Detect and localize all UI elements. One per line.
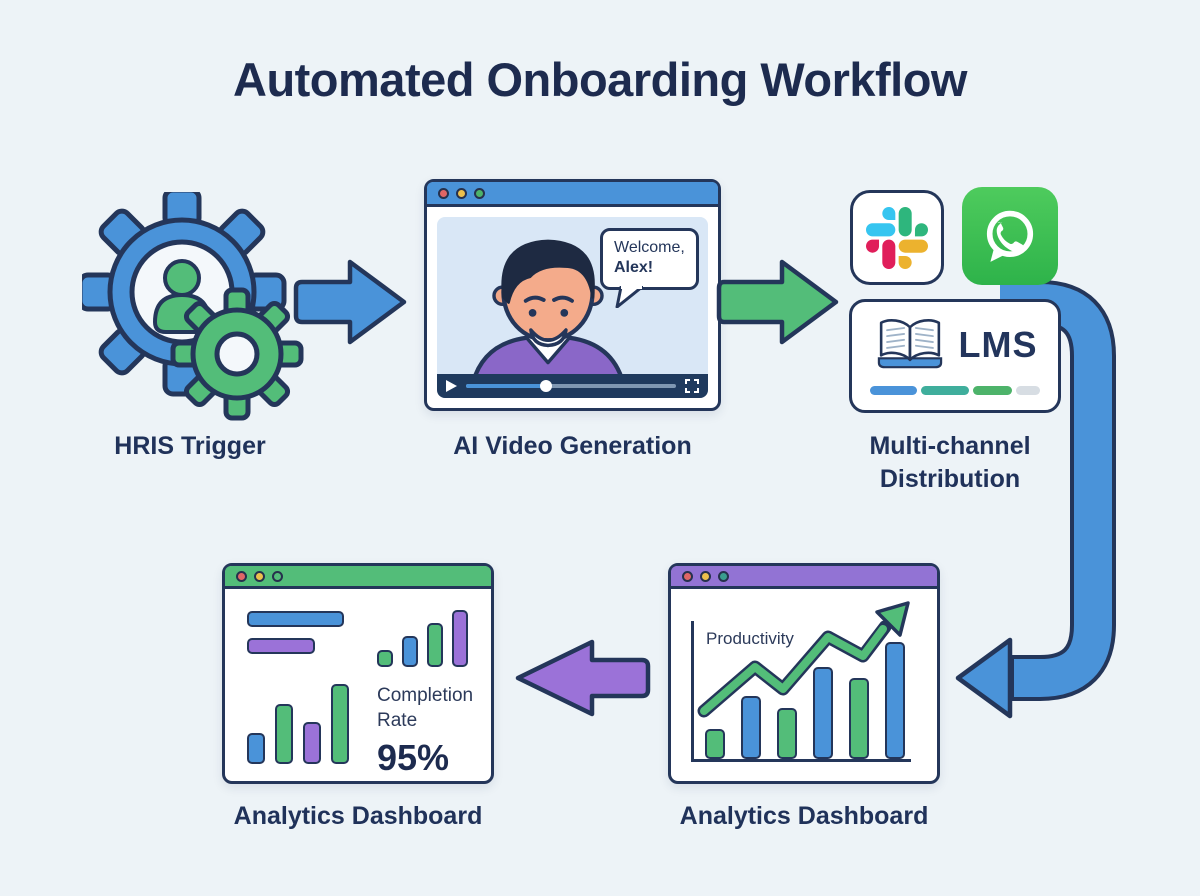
bar: [331, 684, 349, 764]
step-label-completion-dashboard: Analytics Dashboard: [233, 802, 483, 830]
progress-segment: [1016, 386, 1041, 395]
progress-segment: [972, 386, 1013, 395]
speech-text: Welcome,: [614, 239, 685, 256]
bar: [247, 638, 315, 654]
seek-bar[interactable]: [466, 380, 676, 392]
arrow-productivity-to-completion: [515, 639, 651, 717]
progress-segment: [870, 386, 918, 395]
window-control-dot[interactable]: [718, 570, 729, 582]
bar: [402, 636, 418, 667]
bar: [275, 704, 293, 764]
step-label-hris: HRIS Trigger: [114, 432, 266, 460]
hris-gears-icon: [82, 192, 304, 421]
seek-progress: [466, 384, 546, 388]
productivity-window-titlebar: [671, 566, 937, 589]
arrow-video-to-distribution: [716, 259, 839, 345]
video-player: Welcome, Alex!: [437, 217, 708, 398]
seek-thumb[interactable]: [539, 380, 552, 392]
video-controls-bar: [437, 374, 708, 398]
video-window: Welcome, Alex!: [424, 179, 721, 411]
page-title: Automated Onboarding Workflow: [233, 53, 968, 106]
bar: [303, 722, 321, 764]
bottom-bar-chart: [247, 683, 349, 764]
lms-label: LMS: [958, 324, 1038, 365]
bar: [377, 650, 393, 667]
video-window-titlebar: [427, 182, 718, 207]
productivity-dashboard-window: Productivity: [668, 563, 940, 784]
completion-rate-value: 95%: [377, 737, 450, 778]
window-control-dot[interactable]: [682, 570, 693, 582]
window-control-dot[interactable]: [456, 187, 467, 199]
bar: [247, 611, 344, 627]
open-book-icon: [877, 319, 942, 369]
connector-distribution-to-dashboard: [955, 280, 1116, 719]
mini-bar-chart: [377, 608, 468, 667]
window-control-dot[interactable]: [474, 187, 485, 199]
productivity-bar-chart: [705, 639, 905, 759]
completion-rate-label: Completion Rate: [377, 685, 474, 731]
progress-segment: [921, 386, 969, 395]
bar: [885, 642, 905, 759]
window-control-dot[interactable]: [438, 187, 449, 199]
lms-card: LMS: [849, 299, 1061, 413]
step-label-video: AI Video Generation: [453, 432, 692, 460]
whatsapp-app-tile: [962, 187, 1058, 285]
step-label-productivity-dashboard: Analytics Dashboard: [679, 802, 929, 830]
bar: [247, 733, 265, 764]
bar: [813, 667, 833, 759]
window-control-dot[interactable]: [700, 570, 711, 582]
bar: [705, 729, 725, 759]
presenter-avatar: [470, 239, 626, 384]
slack-app-tile: [850, 190, 944, 285]
whatsapp-icon: [986, 210, 1034, 262]
bar: [452, 610, 468, 667]
fullscreen-icon[interactable]: [685, 379, 699, 393]
play-button[interactable]: [446, 380, 457, 392]
slack-icon: [866, 206, 928, 269]
bar: [741, 696, 761, 759]
completion-dashboard-window: Completion Rate 95%: [222, 563, 494, 784]
bar: [427, 623, 443, 667]
completion-window-titlebar: [225, 566, 491, 589]
speech-text-name: Alex!: [614, 259, 654, 276]
window-control-dot[interactable]: [236, 570, 247, 582]
speech-bubble-tail: [615, 286, 643, 308]
lms-progress-bar: [870, 386, 1041, 395]
bar: [849, 678, 869, 759]
window-control-dot[interactable]: [254, 570, 265, 582]
arrow-hris-to-video: [293, 259, 407, 345]
window-control-dot[interactable]: [272, 570, 283, 582]
speech-bubble: Welcome, Alex!: [600, 228, 699, 308]
horizontal-bar-chart: [247, 611, 344, 654]
bar: [777, 708, 797, 759]
step-label-distribution: Multi-channel Distribution: [869, 432, 1031, 493]
chart-axes: [691, 621, 911, 762]
